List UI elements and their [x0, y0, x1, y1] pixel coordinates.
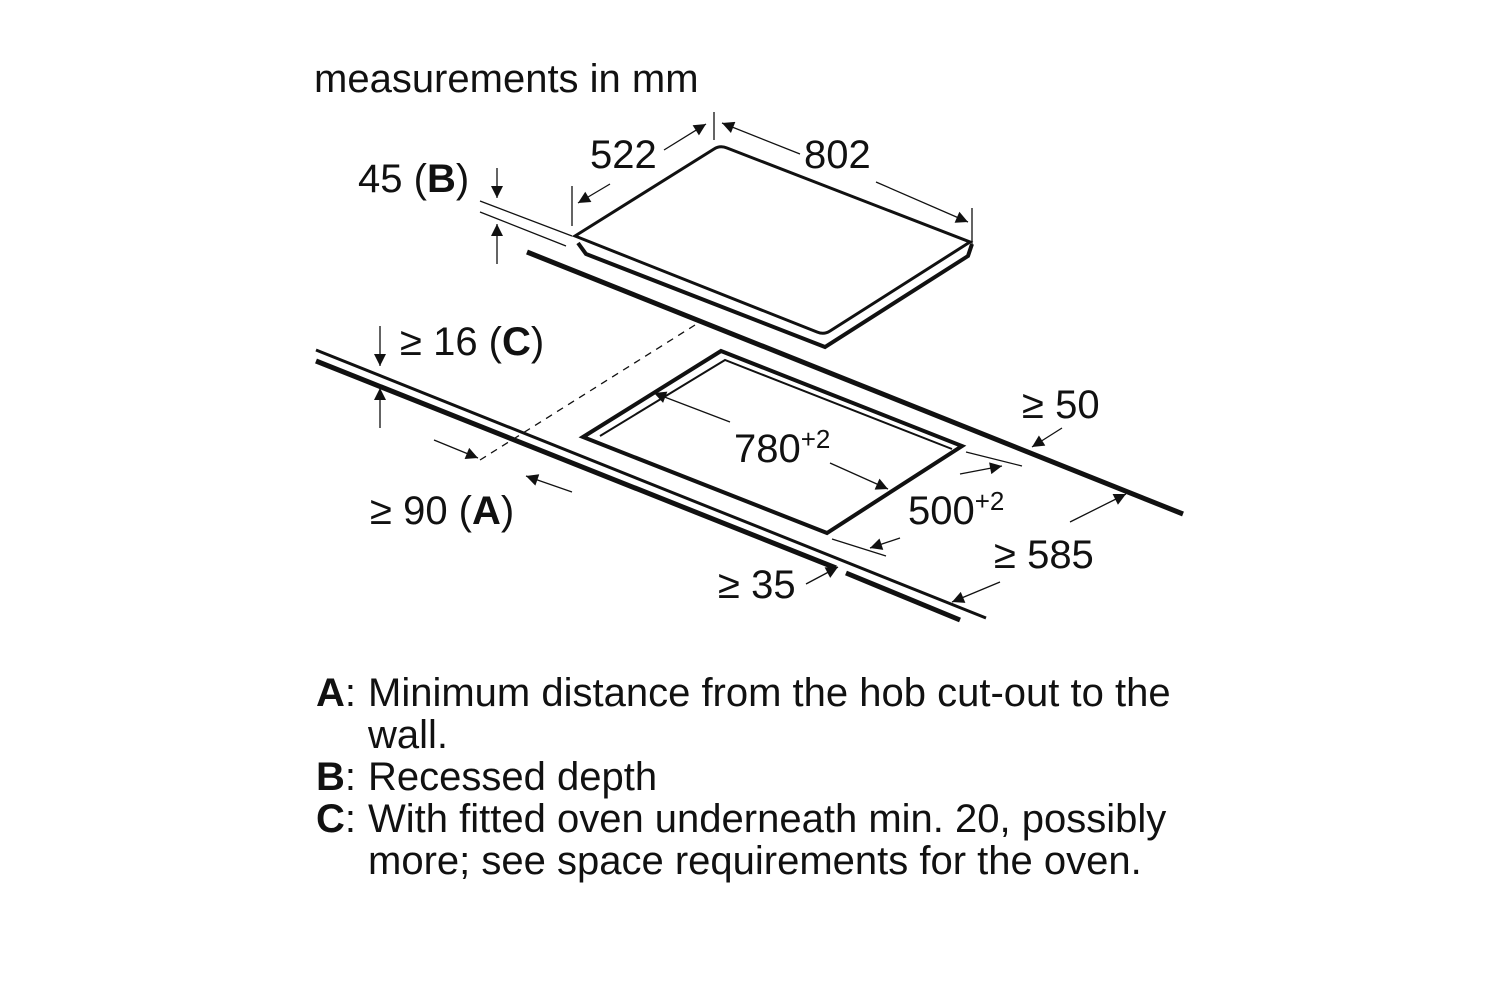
- legend-key-c: C:: [316, 797, 357, 841]
- hob-width-label: 802: [804, 133, 871, 177]
- cutout-depth-label: 500+2: [908, 486, 1004, 533]
- dimension-worktop-depth: [951, 493, 1127, 603]
- dimension-wall-distance: [433, 439, 573, 493]
- side-clearance-label: ≥ 50: [1022, 383, 1100, 427]
- dimension-recessed-depth: [479, 168, 573, 264]
- legend-key-b: B:: [316, 755, 357, 799]
- worktop-back-edge: [526, 249, 1184, 517]
- hob-depth-label: 522: [590, 133, 657, 177]
- dimension-hob-width: [721, 121, 973, 246]
- worktop-front-edge-lower: [315, 358, 837, 571]
- dimension-cutout-width: [653, 391, 889, 490]
- hob-top-face: [571, 145, 974, 335]
- worktop-thickness-label: ≥ 16 (C): [400, 320, 544, 364]
- cutout-outline: [578, 348, 967, 536]
- worktop-front-edge: [315, 348, 987, 620]
- dimension-front-edge: [805, 566, 839, 585]
- legend: A: Minimum distance from the hob cut-out…: [316, 672, 1176, 882]
- cutout: [578, 348, 967, 536]
- cutout-width-label: 780+2: [734, 424, 830, 471]
- legend-key-a: A:: [316, 671, 357, 715]
- hob: [571, 145, 974, 350]
- worktop-front-edge-lower-2: [845, 570, 961, 623]
- alignment-dashed-line: [479, 324, 696, 461]
- legend-text-a: Minimum distance from the hob cut-out to…: [368, 671, 1171, 757]
- dimension-cutout-depth: [831, 451, 1023, 557]
- worktop-depth-label: ≥ 585: [994, 533, 1094, 577]
- front-edge-label: ≥ 35: [718, 563, 796, 607]
- cutout-inner-edge: [599, 358, 953, 450]
- legend-text-b: Recessed depth: [368, 755, 658, 799]
- legend-item-b: B: Recessed depth: [316, 756, 1176, 798]
- legend-item-a: A: Minimum distance from the hob cut-out…: [316, 672, 1176, 756]
- legend-text-c: With fitted oven underneath min. 20, pos…: [368, 797, 1167, 883]
- legend-item-c: C: With fitted oven underneath min. 20, …: [316, 798, 1176, 882]
- hob-base-edge: [576, 241, 974, 350]
- dimension-hob-depth: [571, 112, 715, 226]
- wall-distance-label: ≥ 90 (A): [370, 489, 514, 533]
- dimension-side-clearance: [1031, 427, 1063, 448]
- measurements-caption: measurements in mm: [314, 57, 699, 101]
- recessed-depth-label: 45 (B): [358, 157, 469, 201]
